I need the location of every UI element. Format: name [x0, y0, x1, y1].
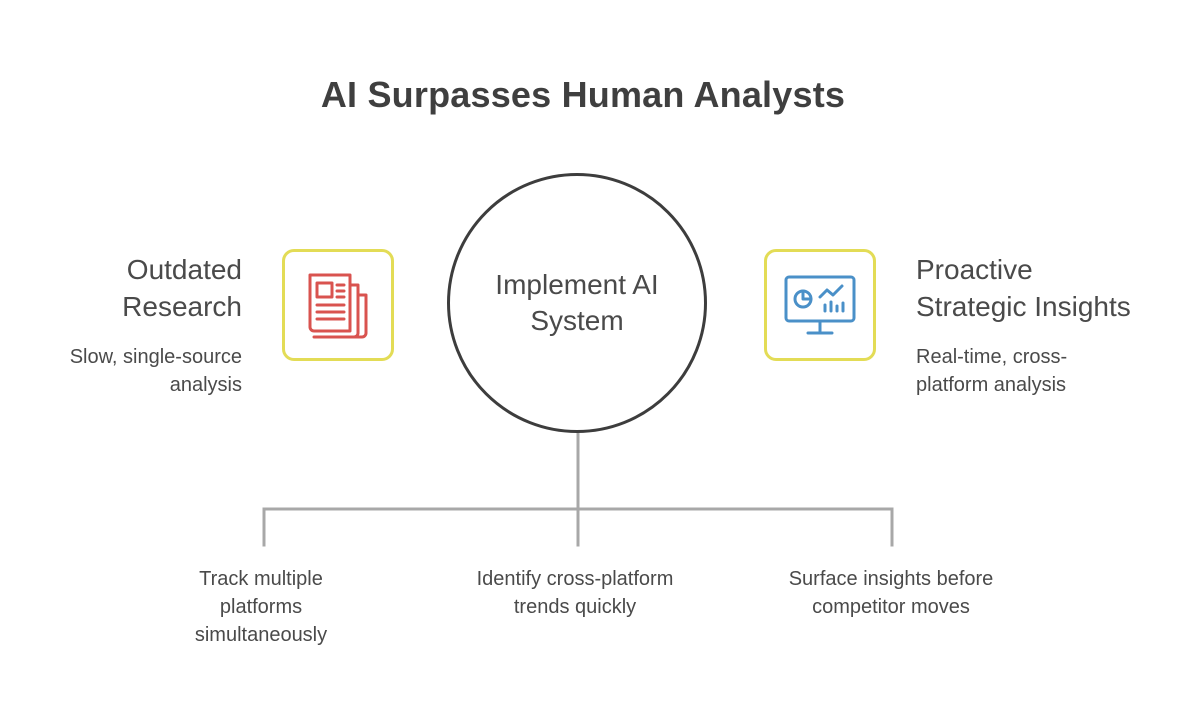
left-description: Slow, single-source analysis — [0, 343, 242, 399]
left-desc-line2: analysis — [169, 374, 242, 396]
right-desc-line2: platform analysis — [916, 374, 1067, 396]
outcome-line: competitor moves — [812, 596, 970, 618]
right-description: Real-time, cross- platform analysis — [916, 343, 1176, 399]
outcome-identify-trends: Identify cross-platform trends quickly — [435, 565, 715, 621]
center-label-line2: System — [530, 305, 624, 336]
center-label-line1: Implement AI — [495, 269, 659, 300]
left-icon-box — [282, 249, 394, 361]
newspaper-icon — [308, 273, 368, 339]
center-circle: Implement AI System — [447, 173, 707, 433]
outcome-line: Surface insights before — [788, 568, 994, 590]
outcome-track-platforms: Track multiple platforms simultaneously — [121, 565, 401, 649]
outcome-line: platforms — [219, 596, 303, 618]
outcome-line: simultaneously — [194, 624, 328, 646]
outcome-line: Track multiple — [199, 568, 323, 590]
left-title-line2: Research — [122, 291, 242, 322]
left-title-line1: Outdated — [126, 254, 242, 285]
outcome-line: trends quickly — [513, 596, 637, 618]
outcome-surface-insights: Surface insights before competitor moves — [751, 565, 1031, 621]
right-icon-box — [764, 249, 876, 361]
monitor-analytics-icon — [784, 275, 856, 335]
outcome-line: Identify cross-platform — [476, 568, 674, 590]
left-desc-line1: Slow, single-source — [69, 346, 242, 368]
right-desc-line1: Real-time, cross- — [916, 346, 1068, 368]
diagram-title: AI Surpasses Human Analysts — [320, 74, 846, 115]
right-title-line1: Proactive — [916, 254, 1033, 285]
right-title-line2: Strategic Insights — [916, 291, 1131, 322]
right-title: Proactive Strategic Insights — [916, 251, 1196, 325]
left-title: Outdated Research — [22, 251, 242, 325]
